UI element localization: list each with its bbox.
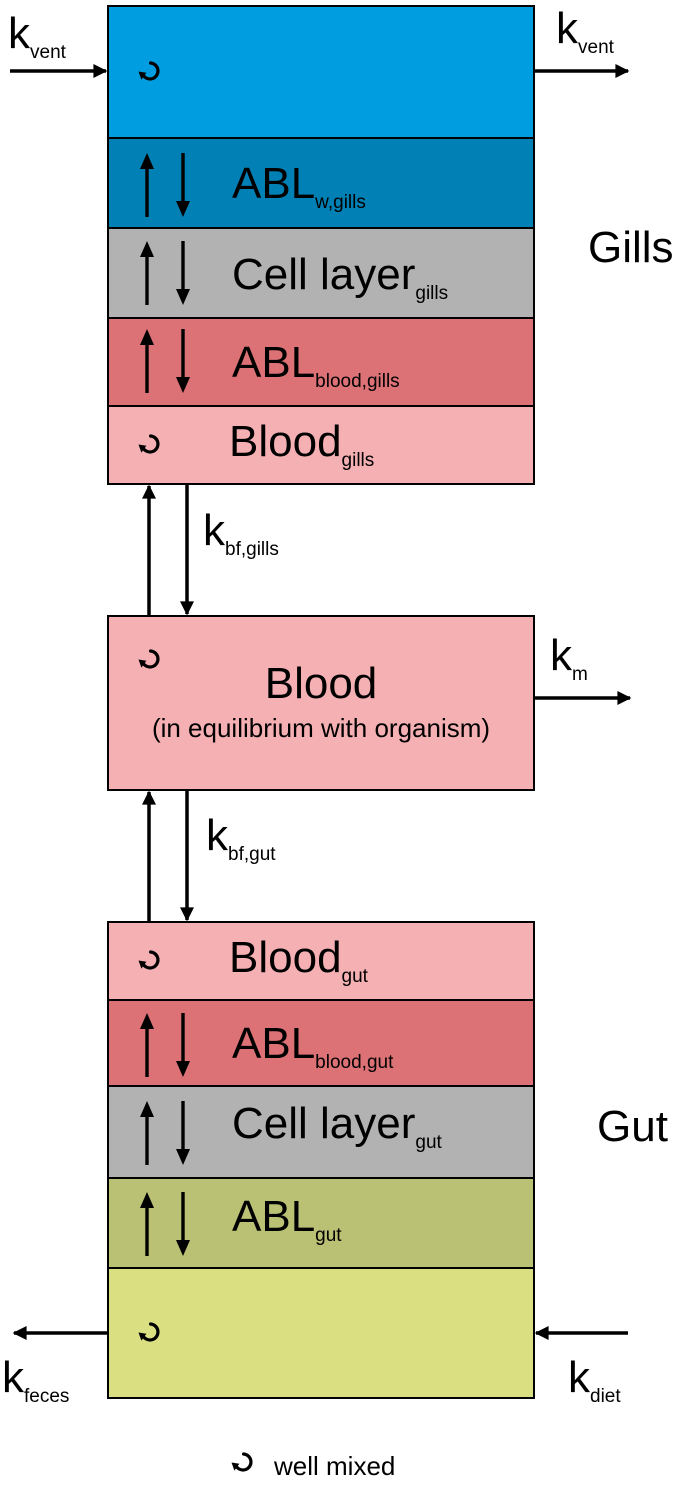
kdiet-label: kdiet [568,1353,621,1407]
abl-blood-gills-layer [107,317,535,407]
kvent-inflow-label: kvent [8,9,67,63]
gills-column: ABLw,gills Cell layergills ABLblood,gill… [107,5,535,485]
legend-well-mixed-label: well mixed [273,1451,395,1481]
central-blood-subtitle: (in equilibrium with organism) [152,713,490,743]
kbf-gut-label: kbf,gut [206,811,276,865]
cell-layer-gills-label: Cell layergills [232,250,448,304]
abl-blood-gut-label: ABLblood,gut [232,1019,394,1073]
abl-water-gills-layer [107,137,535,229]
circular-arrow-icon [229,1452,253,1473]
gut-section-label: Gut [597,1102,668,1151]
central-blood-compartment [107,615,535,791]
blood-gut-label: Bloodgut [229,933,369,987]
gut-column: Bloodgut ABLblood,gut Cell layergut ABLg… [107,921,535,1399]
abl-gut-layer [107,1177,535,1269]
blood-gills-compartment [107,405,535,485]
cell-layer-gut [107,1085,535,1179]
km-label: km [550,631,588,685]
kfeces-label: kfeces [2,1353,69,1407]
blood-gills-label: Bloodgills [229,417,374,471]
abl-water-gills-label: ABLw,gills [232,159,366,213]
water-compartment [107,5,535,139]
central-blood-title: Blood [265,659,378,708]
abl-blood-gut-layer [107,999,535,1087]
kbf-gills-label: kbf,gills [203,506,279,560]
abl-blood-gills-label: ABLblood,gills [232,338,400,392]
blood-gut-compartment [107,921,535,1001]
kvent-outflow-label: kvent [556,4,615,58]
gut-lumen-compartment [107,1267,535,1399]
cell-layer-gills [107,227,535,319]
abl-gut-label: ABLgut [232,1192,342,1246]
gills-section-label: Gills [588,223,674,272]
cell-layer-gut-label: Cell layergut [232,1099,443,1153]
